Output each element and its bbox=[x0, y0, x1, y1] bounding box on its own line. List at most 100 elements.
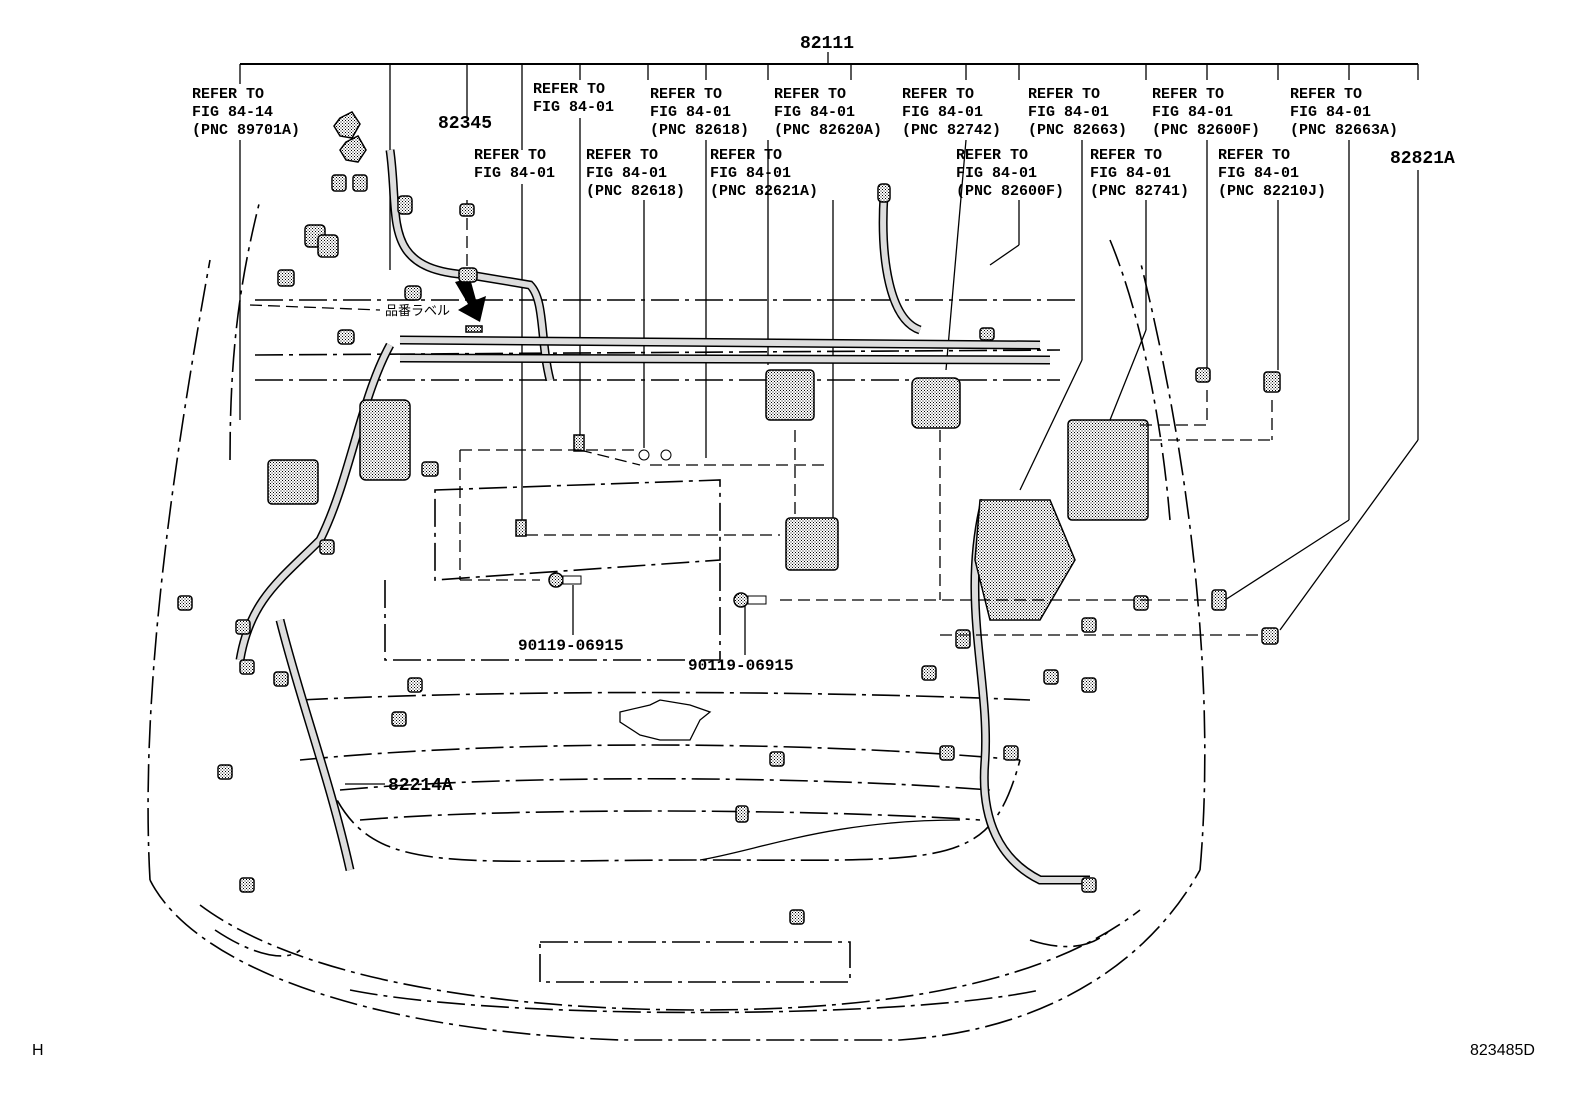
connector bbox=[331, 174, 347, 192]
svg-text:FIG 84-01: FIG 84-01 bbox=[1152, 104, 1233, 121]
connectors bbox=[177, 111, 1281, 925]
callout-top-0: REFER TO FIG 84-14 (PNC 89701A) bbox=[192, 86, 300, 420]
svg-text:FIG 84-01: FIG 84-01 bbox=[1290, 104, 1371, 121]
svg-text:(PNC 82742): (PNC 82742) bbox=[902, 122, 1001, 139]
connector bbox=[1195, 367, 1211, 383]
svg-text:(PNC 82663A): (PNC 82663A) bbox=[1290, 122, 1398, 139]
engine-room-junction-block bbox=[1067, 419, 1149, 521]
part-label-sticker-text: 品番ラベル bbox=[385, 304, 450, 319]
svg-text:(PNC 82600F): (PNC 82600F) bbox=[956, 183, 1064, 200]
callout-top-3: REFER TO FIG 84-01 (PNC 82620A) bbox=[767, 86, 882, 365]
connector bbox=[1211, 589, 1227, 611]
svg-text:FIG 84-01: FIG 84-01 bbox=[650, 104, 731, 121]
connector bbox=[339, 135, 367, 163]
svg-text:(PNC 89701A): (PNC 89701A) bbox=[192, 122, 300, 139]
wiring-harness bbox=[235, 149, 1090, 885]
relay-block bbox=[911, 377, 961, 429]
svg-text:(PNC 82618): (PNC 82618) bbox=[650, 122, 749, 139]
svg-text:FIG 84-01: FIG 84-01 bbox=[1028, 104, 1109, 121]
corner-mark: H bbox=[32, 1042, 44, 1059]
callout-top-5: REFER TO FIG 84-01 (PNC 82663) bbox=[1019, 86, 1127, 491]
callout-top-2: REFER TO FIG 84-01 (PNC 82618) bbox=[650, 86, 749, 458]
connector bbox=[1003, 745, 1019, 761]
connector bbox=[1043, 669, 1059, 685]
bolt-icon bbox=[548, 572, 582, 588]
connector bbox=[789, 909, 805, 925]
svg-text:(PNC 82600F): (PNC 82600F) bbox=[1152, 122, 1260, 139]
connector bbox=[273, 671, 289, 687]
svg-text:FIG 84-01: FIG 84-01 bbox=[586, 165, 667, 182]
leader-lines bbox=[459, 390, 1273, 636]
clip-icon bbox=[660, 449, 672, 461]
svg-text:FIG 84-01: FIG 84-01 bbox=[1218, 165, 1299, 182]
svg-text:(PNC 82741): (PNC 82741) bbox=[1090, 183, 1189, 200]
connector bbox=[921, 665, 937, 681]
callout-top-6: REFER TO FIG 84-01 (PNC 82600F) bbox=[1152, 86, 1260, 375]
callout-second-2: REFER TO FIG 84-01 (PNC 82621A) bbox=[710, 147, 834, 520]
svg-text:FIG 84-01: FIG 84-01 bbox=[710, 165, 791, 182]
relay-block bbox=[765, 369, 815, 421]
svg-text:REFER TO: REFER TO bbox=[1152, 86, 1224, 103]
svg-text:FIG 84-01: FIG 84-01 bbox=[902, 104, 983, 121]
connector bbox=[1081, 617, 1097, 633]
callout-top-4: REFER TO FIG 84-01 (PNC 82742) bbox=[902, 86, 1001, 371]
connector bbox=[769, 751, 785, 767]
connector bbox=[333, 111, 361, 139]
clip-icon bbox=[573, 434, 585, 452]
connector bbox=[397, 195, 413, 215]
svg-text:FIG 84-01: FIG 84-01 bbox=[474, 165, 555, 182]
svg-text:FIG 84-01: FIG 84-01 bbox=[533, 99, 614, 116]
connector bbox=[239, 659, 255, 675]
connector bbox=[277, 269, 295, 287]
svg-text:(PNC 82618): (PNC 82618) bbox=[586, 183, 685, 200]
part-number-82821A: 82821A bbox=[1390, 149, 1455, 169]
svg-text:FIG 84-14: FIG 84-14 bbox=[192, 104, 273, 121]
svg-text:REFER TO: REFER TO bbox=[1218, 147, 1290, 164]
svg-text:FIG 84-01: FIG 84-01 bbox=[774, 104, 855, 121]
connector bbox=[239, 877, 255, 893]
bolts bbox=[515, 434, 767, 608]
connector bbox=[1261, 627, 1279, 645]
svg-text:REFER TO: REFER TO bbox=[1090, 147, 1162, 164]
arrow-down-icon bbox=[455, 278, 486, 322]
connector bbox=[1081, 877, 1097, 893]
connector bbox=[955, 629, 971, 649]
connector bbox=[337, 329, 355, 345]
svg-text:REFER TO: REFER TO bbox=[474, 147, 546, 164]
svg-text:REFER TO: REFER TO bbox=[902, 86, 974, 103]
bolt-part-number-right: 90119-06915 bbox=[688, 657, 794, 675]
connector bbox=[319, 539, 335, 555]
callout-second-5: REFER TO FIG 84-01 (PNC 82210J) bbox=[1218, 147, 1326, 370]
connector bbox=[735, 805, 749, 823]
callout-second-0: REFER TO FIG 84-01 bbox=[474, 147, 555, 520]
svg-text:FIG 84-01: FIG 84-01 bbox=[956, 165, 1037, 182]
connector bbox=[352, 174, 368, 192]
svg-text:(PNC 82621A): (PNC 82621A) bbox=[710, 183, 818, 200]
svg-text:(PNC 82620A): (PNC 82620A) bbox=[774, 122, 882, 139]
relay-block bbox=[267, 459, 319, 505]
svg-text:REFER TO: REFER TO bbox=[533, 81, 605, 98]
clip-icon bbox=[515, 519, 527, 537]
connector bbox=[1263, 371, 1281, 393]
svg-text:REFER TO: REFER TO bbox=[710, 147, 782, 164]
bolt-icon bbox=[733, 592, 767, 608]
part-number-82111: 82111 bbox=[800, 34, 854, 54]
svg-text:REFER TO: REFER TO bbox=[956, 147, 1028, 164]
svg-text:REFER TO: REFER TO bbox=[1290, 86, 1362, 103]
svg-text:REFER TO: REFER TO bbox=[650, 86, 722, 103]
clip-icon bbox=[638, 449, 650, 461]
connector bbox=[421, 461, 439, 477]
svg-text:REFER TO: REFER TO bbox=[192, 86, 264, 103]
connector bbox=[407, 677, 423, 693]
fuse-block bbox=[785, 517, 839, 571]
connector bbox=[877, 183, 891, 203]
part-number-82345: 82345 bbox=[438, 114, 492, 134]
connector bbox=[458, 267, 478, 283]
connector bbox=[177, 595, 193, 611]
svg-text:FIG 84-01: FIG 84-01 bbox=[1090, 165, 1171, 182]
svg-text:REFER TO: REFER TO bbox=[1028, 86, 1100, 103]
connector bbox=[1081, 677, 1097, 693]
svg-text:(PNC 82210J): (PNC 82210J) bbox=[1218, 183, 1326, 200]
svg-text:(PNC 82663): (PNC 82663) bbox=[1028, 122, 1127, 139]
